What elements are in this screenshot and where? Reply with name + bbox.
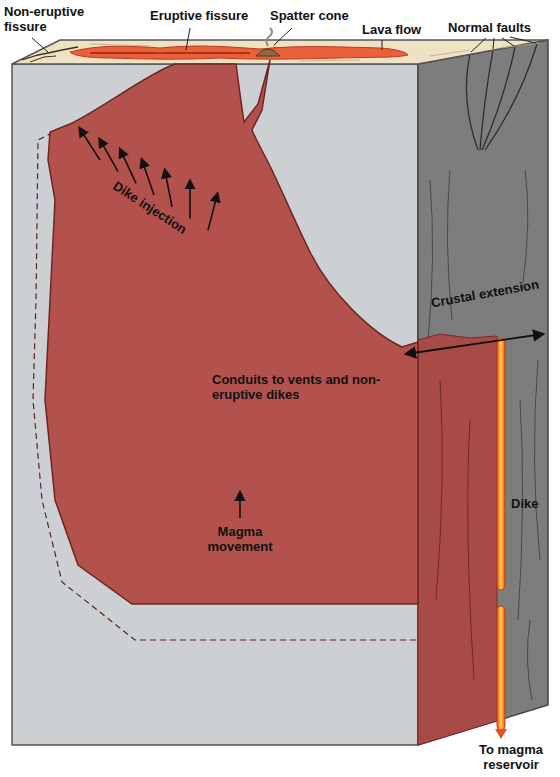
leader-line xyxy=(274,28,292,45)
leader-line xyxy=(510,37,536,43)
rock-texture xyxy=(534,360,540,560)
leader-line xyxy=(493,38,494,49)
leader-line xyxy=(502,38,514,46)
spatter-cone xyxy=(256,49,280,56)
lava-flow xyxy=(70,46,408,59)
fissure-label: Non-eruptive fissure xyxy=(4,4,104,34)
process-label: Magma movement xyxy=(195,524,285,554)
eruptive-fissure-line xyxy=(90,52,250,54)
rock-texture xyxy=(522,170,528,290)
process-label: Crustal extension xyxy=(430,277,541,311)
leader-line xyxy=(32,38,48,52)
injection-arrow xyxy=(120,149,136,184)
fault-label: Normal faults xyxy=(448,20,556,35)
normal-fault xyxy=(466,44,537,150)
leader-line xyxy=(471,38,486,52)
surface-texture xyxy=(500,43,540,48)
normal-fault xyxy=(480,50,493,150)
magma-sheet-side xyxy=(418,334,497,745)
injection-arrow xyxy=(79,128,100,160)
normal-fault xyxy=(485,44,537,150)
injection-arrow xyxy=(189,181,191,219)
rock-texture xyxy=(436,380,442,600)
surface-texture xyxy=(300,60,360,61)
surface-texture xyxy=(430,50,470,56)
surface-texture xyxy=(90,44,150,46)
magma-movement-arrow xyxy=(239,492,241,518)
leader-line xyxy=(382,40,383,50)
normal-fault xyxy=(482,47,515,150)
extension-arrow xyxy=(406,334,543,354)
rock-texture xyxy=(428,180,433,340)
injection-arrow xyxy=(165,170,172,207)
conduit-label: Conduits to vents and non-eruptive dikes xyxy=(212,372,384,402)
non-eruptive-fissure xyxy=(30,56,56,62)
normal-fault xyxy=(466,54,478,150)
leader-line xyxy=(186,28,190,50)
rock-texture xyxy=(527,620,532,700)
flow-label: Lava flow xyxy=(362,22,438,37)
rock-texture xyxy=(468,420,474,680)
cone-label: Spatter cone xyxy=(270,8,360,23)
dike-band xyxy=(497,338,505,590)
injection-arrow xyxy=(208,193,218,230)
magma-sheet xyxy=(45,60,418,604)
non-eruptive-fissure xyxy=(22,47,78,60)
injection-arrow xyxy=(99,139,118,172)
rock-texture xyxy=(436,380,474,680)
right-face xyxy=(418,40,548,745)
reservoir-label: To magma reservoir xyxy=(466,742,556,772)
dike-label: Dike xyxy=(511,496,555,511)
fissure-label: Eruptive fissure xyxy=(150,8,266,23)
ground-surface xyxy=(12,40,548,64)
dike-band xyxy=(497,606,505,730)
injection-arrow xyxy=(142,159,154,195)
reservoir-arrowhead xyxy=(495,729,507,739)
spatter-plume xyxy=(266,28,272,46)
process-label: Dike injection xyxy=(100,171,200,243)
